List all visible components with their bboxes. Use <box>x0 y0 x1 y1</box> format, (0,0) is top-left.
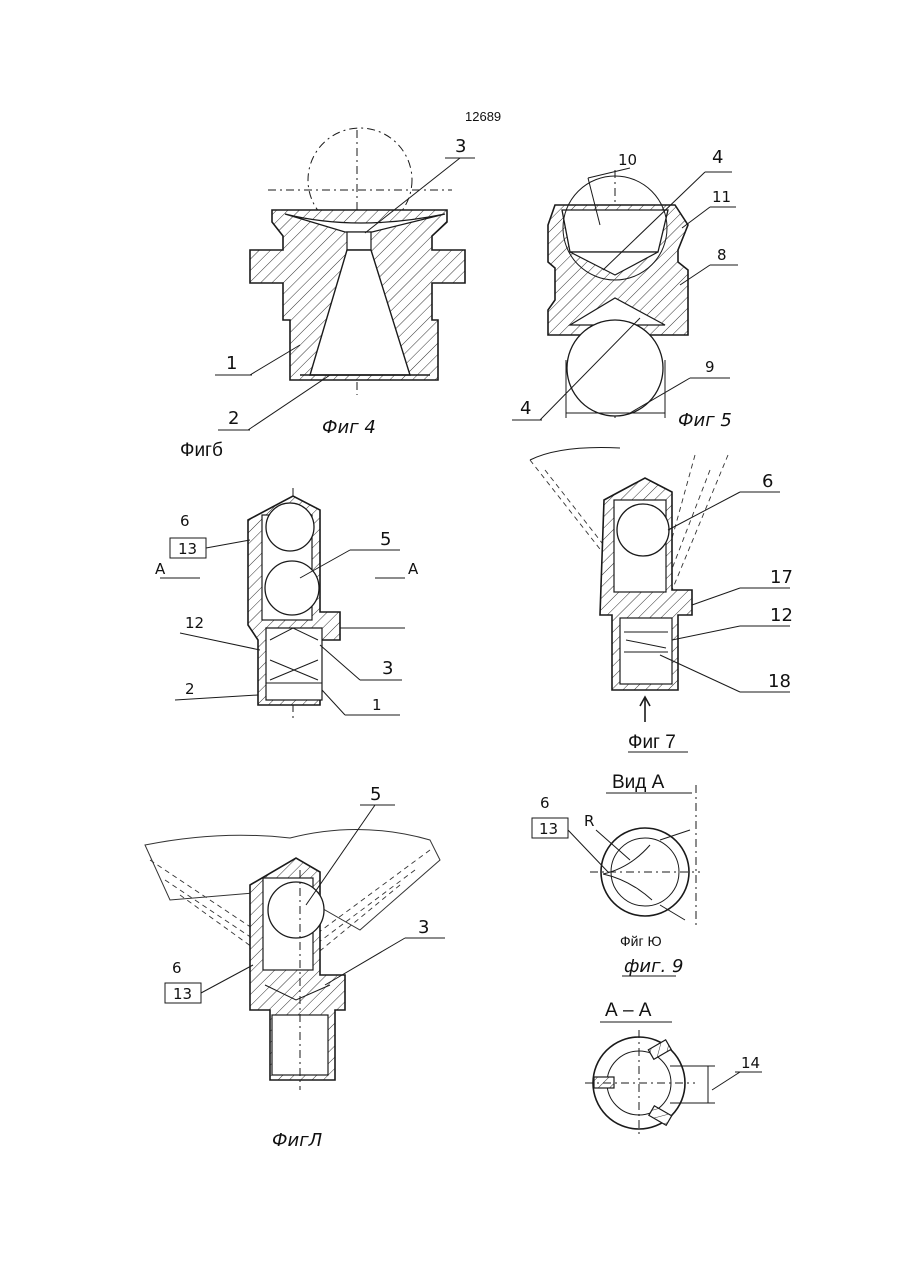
fig9-label-6: 6 <box>540 794 550 812</box>
fig6-label-3: 3 <box>382 658 393 679</box>
fig8-label-5: 5 <box>370 784 381 805</box>
fig6-label-5: 5 <box>380 529 391 550</box>
fig9-caption: фиг. 9 <box>624 956 683 977</box>
fig5-label-4-bottom: 4 <box>520 398 531 419</box>
fig6-label-13: 13 <box>178 540 197 558</box>
fig6-label-2: 2 <box>185 680 195 698</box>
fig6-label-A-right: А <box>408 560 419 578</box>
fig7-label-6: 6 <box>762 471 773 492</box>
fig4-caption-alt: Фигб <box>180 440 223 461</box>
figure-6: А А 6 13 5 12 3 2 1 <box>155 488 419 720</box>
fig8-label-3: 3 <box>418 917 429 938</box>
fig9-label-R: R <box>584 812 594 830</box>
fig6-label-6: 6 <box>180 512 190 530</box>
fig4-caption: Фиг 4 <box>322 417 376 438</box>
figure-5: 9 10 4 11 8 4 Фиг 5 <box>512 147 738 431</box>
fig5-label-9: 9 <box>705 358 715 376</box>
figure-10: А – А 14 <box>585 1000 762 1136</box>
fig5-caption: Фиг 5 <box>678 410 732 431</box>
figure-7: 6 17 12 18 Фиг 7 <box>530 448 793 754</box>
figure-8: 5 3 6 13 ФигЛ <box>145 784 445 1151</box>
fig10-label-14: 14 <box>741 1054 760 1072</box>
fig7-ball <box>617 504 669 556</box>
fig5-label-8: 8 <box>717 246 727 264</box>
figure-9: Вид А 6 13 R Фйг Ю фиг. 9 <box>532 772 700 977</box>
fig8-label-6: 6 <box>172 959 182 977</box>
fig7-label-18: 18 <box>768 671 791 692</box>
fig6-label-1: 1 <box>372 696 382 714</box>
fig4-label-1: 1 <box>226 353 237 374</box>
fig8-label-13: 13 <box>173 985 192 1003</box>
fig10-title: А – А <box>605 1000 652 1021</box>
fig8-caption: ФигЛ <box>272 1130 323 1151</box>
fig6-label-12: 12 <box>185 614 204 632</box>
page-number: 12689 <box>465 109 501 124</box>
fig9-label-13: 13 <box>539 820 558 838</box>
fig6-ball-lower <box>265 561 319 615</box>
fig5-label-10: 10 <box>618 151 637 169</box>
fig9-title: Вид А <box>612 772 665 793</box>
fig7-label-17: 17 <box>770 567 793 588</box>
fig6-label-A-left: А <box>155 560 166 578</box>
fig7-caption: Фиг 7 <box>628 732 676 753</box>
fig4-label-3: 3 <box>455 136 466 157</box>
fig5-label-11: 11 <box>712 188 731 206</box>
fig4-label-2: 2 <box>228 408 239 429</box>
fig5-label-4-top: 4 <box>712 147 723 168</box>
fig7-label-12: 12 <box>770 605 793 626</box>
fig9-subcaption: Фйг Ю <box>620 933 662 949</box>
fig6-ball-upper <box>266 503 314 551</box>
figure-4: 3 1 2 Фиг 4 Фигб <box>180 128 475 461</box>
